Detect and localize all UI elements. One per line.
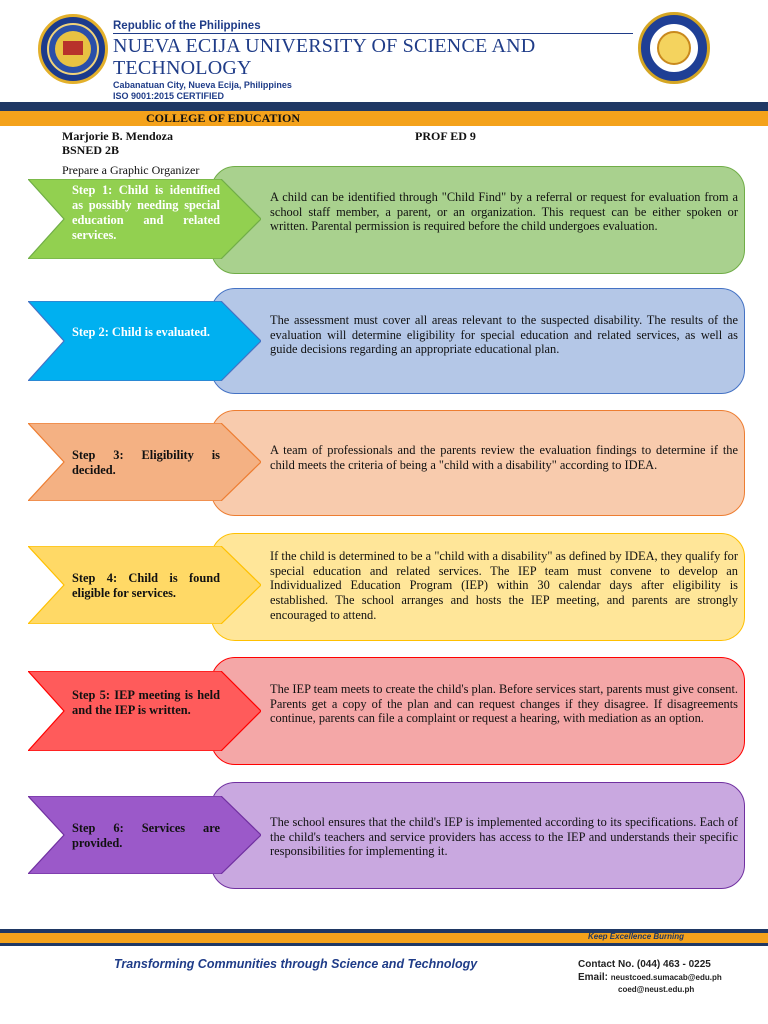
step-6-chevron xyxy=(28,796,261,874)
step-1-description: A child can be identified through "Child… xyxy=(270,190,738,234)
email-address-1: neustcoed.sumacab@edu.ph xyxy=(610,973,722,982)
header-band-navy xyxy=(0,102,768,111)
step-3-description: A team of professionals and the parents … xyxy=(270,443,738,472)
step-6-description: The school ensures that the child's IEP … xyxy=(270,815,738,859)
student-name: Marjorie B. Mendoza xyxy=(62,129,173,143)
header-rule xyxy=(113,33,633,34)
step-3-chevron-polygon xyxy=(28,423,261,501)
footer-band-navy xyxy=(0,929,768,933)
step-3-description-box xyxy=(211,410,745,516)
step-3-label: Step 3: Eligibility is decided. xyxy=(72,448,220,477)
email-address-2: coed@neust.edu.ph xyxy=(618,985,695,994)
footer-motto: Keep Excellence Burning xyxy=(588,932,685,941)
university-seal-logo xyxy=(38,14,108,84)
step-4-description: If the child is determined to be a "chil… xyxy=(270,549,738,622)
step-1-chevron-polygon xyxy=(28,179,261,259)
header-band-orange xyxy=(0,111,768,126)
step-5-chevron-shape xyxy=(28,671,261,751)
step-6-label: Step 6: Services are provided. xyxy=(72,821,220,850)
step-6-chevron-polygon xyxy=(28,796,261,874)
step-2-chevron xyxy=(28,301,261,381)
step-4-chevron-polygon xyxy=(28,546,261,624)
footer-contact: Contact No. (044) 463 - 0225 Email: neus… xyxy=(578,958,722,984)
college-name: COLLEGE OF EDUCATION xyxy=(146,111,301,125)
step-2-label: Step 2: Child is evaluated. xyxy=(72,325,211,339)
step-5-chevron-polygon xyxy=(28,671,261,751)
step-2-chevron-shape xyxy=(28,301,261,381)
step-1-label: Step 1: Child is identified as possibly … xyxy=(72,183,220,242)
step-6-chevron-shape xyxy=(28,796,261,874)
step-1-chevron xyxy=(28,179,261,259)
republic-label: Republic of the Philippines xyxy=(113,20,261,32)
step-5-chevron xyxy=(28,671,261,751)
course-code: PROF ED 9 xyxy=(415,129,476,143)
contact-number: Contact No. (044) 463 - 0225 xyxy=(578,959,711,970)
step-4-description-box xyxy=(211,533,745,641)
footer-band-orange xyxy=(0,933,768,943)
step-1-description-box xyxy=(211,166,745,274)
step-5-description-box xyxy=(211,657,745,765)
college-of-education-seal-logo xyxy=(638,12,710,84)
step-3-chevron-shape xyxy=(28,423,261,501)
step-4-chevron xyxy=(28,546,261,624)
iso-certification: ISO 9001:2015 CERTIFIED xyxy=(113,91,225,101)
step-4-label: Step 4: Child is found eligible for serv… xyxy=(72,571,220,600)
step-2-chevron-polygon xyxy=(28,301,261,381)
university-name: NUEVA ECIJA UNIVERSITY OF SCIENCE AND TE… xyxy=(113,35,536,79)
step-4-chevron-shape xyxy=(28,546,261,624)
step-6-description-box xyxy=(211,782,745,889)
university-address: Cabanatuan City, Nueva Ecija, Philippine… xyxy=(113,80,292,101)
step-1-chevron-shape xyxy=(28,179,261,259)
step-5-description: The IEP team meets to create the child's… xyxy=(270,682,738,726)
step-2-description-box xyxy=(211,288,745,394)
student-section: BSNED 2B xyxy=(62,143,120,157)
step-5-label: Step 5: IEP meeting is held and the IEP … xyxy=(72,688,220,717)
footer-band-navy-bottom xyxy=(0,943,768,946)
step-2-description: The assessment must cover all areas rele… xyxy=(270,313,738,357)
email-label: Email: xyxy=(578,972,609,983)
step-3-chevron xyxy=(28,423,261,501)
assignment-prompt: Prepare a Graphic Organizer xyxy=(62,163,200,177)
footer-tagline: Transforming Communities through Science… xyxy=(114,957,478,971)
